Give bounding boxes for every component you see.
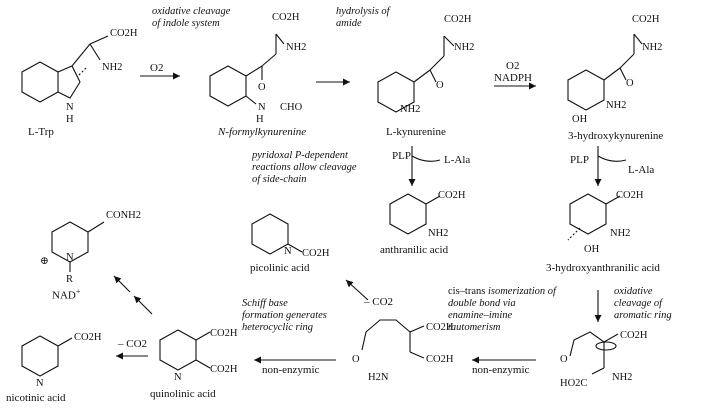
enam-co2h-2: CO2H <box>426 354 454 365</box>
trp-h: H <box>66 114 74 125</box>
reagent-plp-2: PLP <box>570 154 589 166</box>
kyn-nh2: NH2 <box>454 42 474 53</box>
hk-nh2: NH2 <box>642 42 662 53</box>
label-l-kynurenine: L-kynurenine <box>386 126 446 138</box>
trp-nh2: NH2 <box>102 62 122 73</box>
enam-co2h-1: CO2H <box>426 322 454 333</box>
3-hydroxykynurenine-structure: CO2H NH2 O NH2 OH <box>567 14 662 125</box>
nad-r: R <box>66 274 73 285</box>
trp-n: N <box>66 102 74 113</box>
nfk-o: O <box>258 82 266 93</box>
rop-co2h: CO2H <box>620 330 648 341</box>
reaction-arrows <box>113 72 627 364</box>
label-picolinic-acid: picolinic acid <box>250 262 310 274</box>
nad-conh2: CONH2 <box>106 210 141 221</box>
l-kynurenine-structure: CO2H NH2 O NH2 <box>377 14 474 115</box>
haa-co2h: CO2H <box>616 190 644 201</box>
arrow-quin-nad-1 <box>133 295 153 315</box>
reagent-co2-picolinic: – CO2 <box>364 296 394 308</box>
rop-ho2c: HO2C <box>560 378 587 389</box>
n-formylkynurenine-structure: CO2H NH2 O N CHO H <box>209 12 306 125</box>
nic-n: N <box>36 378 44 389</box>
nad-plus: ⊕ <box>40 256 49 267</box>
reagent-l-ala-1: L-Ala <box>444 154 471 166</box>
arrow-enam-pic <box>345 279 369 301</box>
quin-co2h-2: CO2H <box>210 364 238 375</box>
hk-o: O <box>626 78 634 89</box>
anth-nh2: NH2 <box>428 228 448 239</box>
label-n-formylkynurenine: N-formylkynurenine <box>218 126 307 138</box>
kyn-co2h: CO2H <box>444 14 472 25</box>
reagent-o2-1: O2 <box>150 62 164 74</box>
pic-n: N <box>284 246 292 257</box>
nad-structure: CONH2 N ⊕ R <box>40 210 141 285</box>
anth-co2h: CO2H <box>438 190 466 201</box>
l-trp-structure: CO2H NH2 N H <box>21 28 138 125</box>
ring-opened-product-structure: O CO2H NH2 HO2C <box>560 330 648 389</box>
enamine-intermediate-structure: O H2N CO2H CO2H <box>352 319 454 383</box>
3-hydroxyanthranilic-acid-structure: CO2H NH2 OH <box>567 190 644 255</box>
enam-o: O <box>352 354 360 365</box>
label-nicotinic-acid: nicotinic acid <box>6 392 66 404</box>
label-quinolinic-acid: quinolinic acid <box>150 388 216 400</box>
nicotinic-acid-structure: CO2H N <box>21 332 102 389</box>
nic-co2h: CO2H <box>74 332 102 343</box>
kyn-o: O <box>436 80 444 91</box>
reagent-non-enzymic-2: non-enzymic <box>472 364 530 376</box>
picolinic-acid-structure: CO2H N <box>251 213 330 259</box>
arrow-ala2-branch <box>597 155 627 162</box>
hk-ring-nh2: NH2 <box>606 100 626 111</box>
rop-o: O <box>560 354 568 365</box>
enam-h2n: H2N <box>368 372 389 383</box>
quinolinic-acid-structure: CO2H CO2H N <box>159 328 238 383</box>
nfk-ncho: N <box>258 102 266 113</box>
hk-co2h: CO2H <box>632 14 660 25</box>
reagent-l-ala-2: L-Ala <box>628 164 655 176</box>
label-l-trp: L-Trp <box>28 126 54 138</box>
nfk-nh2: NH2 <box>286 42 306 53</box>
arrow-quin-nad-2 <box>113 275 131 293</box>
arrow-ala1-branch <box>411 155 441 162</box>
quin-co2h-1: CO2H <box>210 328 238 339</box>
hk-oh: OH <box>572 114 588 125</box>
pic-co2h: CO2H <box>302 248 330 259</box>
reagent-plp-1: PLP <box>392 150 411 162</box>
nfk-co2h: CO2H <box>272 12 300 23</box>
haa-oh: OH <box>584 244 600 255</box>
rop-nh2: NH2 <box>612 372 632 383</box>
label-anthranilic-acid: anthranilic acid <box>380 244 449 256</box>
nfk-h: H <box>256 114 264 125</box>
nfk-cho: CHO <box>280 102 303 113</box>
reagent-non-enzymic-1: non-enzymic <box>262 364 320 376</box>
nad-n: N <box>66 252 74 263</box>
kyn-ring-nh2: NH2 <box>400 104 420 115</box>
reagent-o2-2: O2 <box>506 60 520 72</box>
label-3-hydroxyanthranilic-acid: 3-hydroxyanthranilic acid <box>546 262 660 274</box>
reagent-nadph: NADPH <box>494 72 532 84</box>
label-3-hydroxykynurenine: 3-hydroxykynurenine <box>568 130 664 142</box>
anthranilic-acid-structure: CO2H NH2 <box>389 190 466 239</box>
quin-n: N <box>174 372 182 383</box>
label-nad: NAD+ <box>52 287 81 302</box>
reagent-co2-nicotinic: – CO2 <box>118 338 148 350</box>
note-isomerization: cis–trans isomerization of double bond v… <box>448 286 556 333</box>
haa-nh2: NH2 <box>610 228 630 239</box>
trp-co2h: CO2H <box>110 28 138 39</box>
